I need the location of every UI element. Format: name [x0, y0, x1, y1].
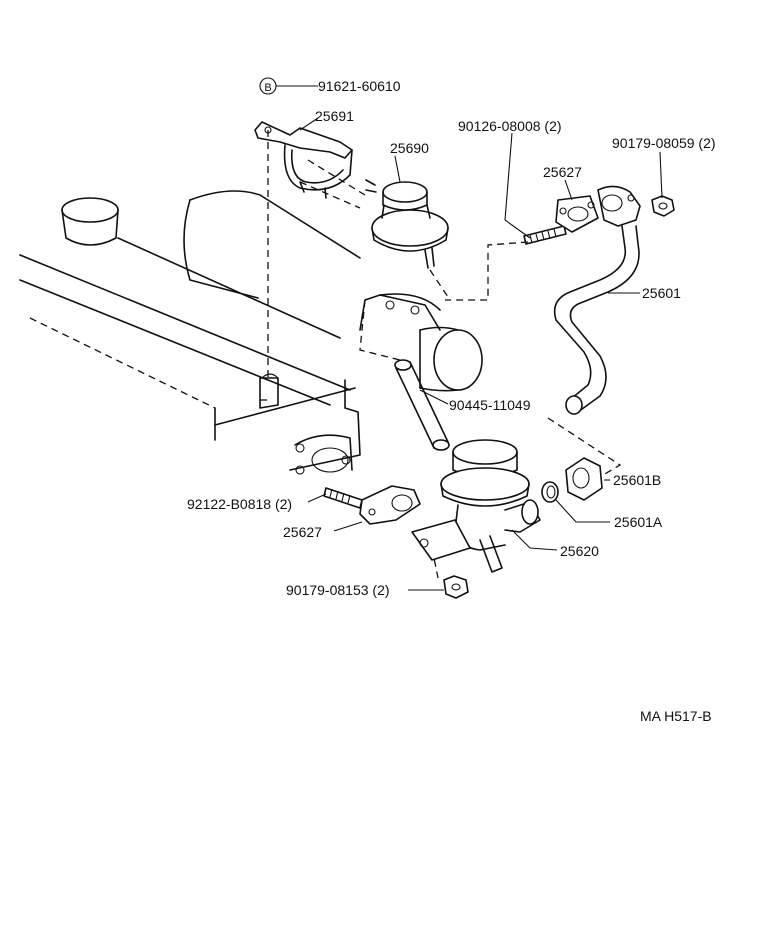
engine-block — [19, 190, 483, 475]
label-90126-08008: 90126-08008 (2) — [458, 118, 562, 134]
gasket-25627-top — [555, 195, 599, 233]
label-90179-08059: 90179-08059 (2) — [612, 135, 716, 151]
label-25690: 25690 — [390, 140, 429, 156]
label-92122-B0818: 92122-B0818 (2) — [187, 496, 292, 512]
nut-90179-08153 — [443, 575, 469, 599]
bracket-25691 — [254, 121, 353, 199]
vsv-25690 — [365, 179, 449, 269]
badge-b: B — [259, 77, 277, 95]
svg-text:B: B — [264, 82, 271, 94]
gasket-25601A — [541, 481, 559, 503]
stud-90126-08008 — [523, 225, 567, 245]
union-nut-25601B — [565, 457, 603, 501]
figure-reference: MA H517-B — [640, 708, 712, 724]
label-25620: 25620 — [560, 543, 599, 559]
label-25601A: 25601A — [614, 514, 663, 530]
label-25601B: 25601B — [613, 472, 661, 488]
hose-90445-11049 — [394, 359, 450, 451]
label-25601: 25601 — [642, 285, 681, 301]
label-90179-08153: 90179-08153 (2) — [286, 582, 390, 598]
stud-92122-B0818 — [323, 487, 363, 509]
label-91621-60610: 91621-60610 — [318, 78, 401, 94]
egr-valve-25620 — [411, 439, 541, 573]
label-25627-bottom: 25627 — [283, 524, 322, 540]
label-25627-top: 25627 — [543, 164, 582, 180]
pipe-25601 — [553, 185, 641, 415]
label-25691: 25691 — [315, 108, 354, 124]
gasket-25627-bottom — [359, 485, 421, 525]
nut-90179-08059 — [651, 195, 675, 217]
label-90445-11049: 90445-11049 — [449, 397, 531, 413]
leader-lines — [276, 85, 663, 591]
